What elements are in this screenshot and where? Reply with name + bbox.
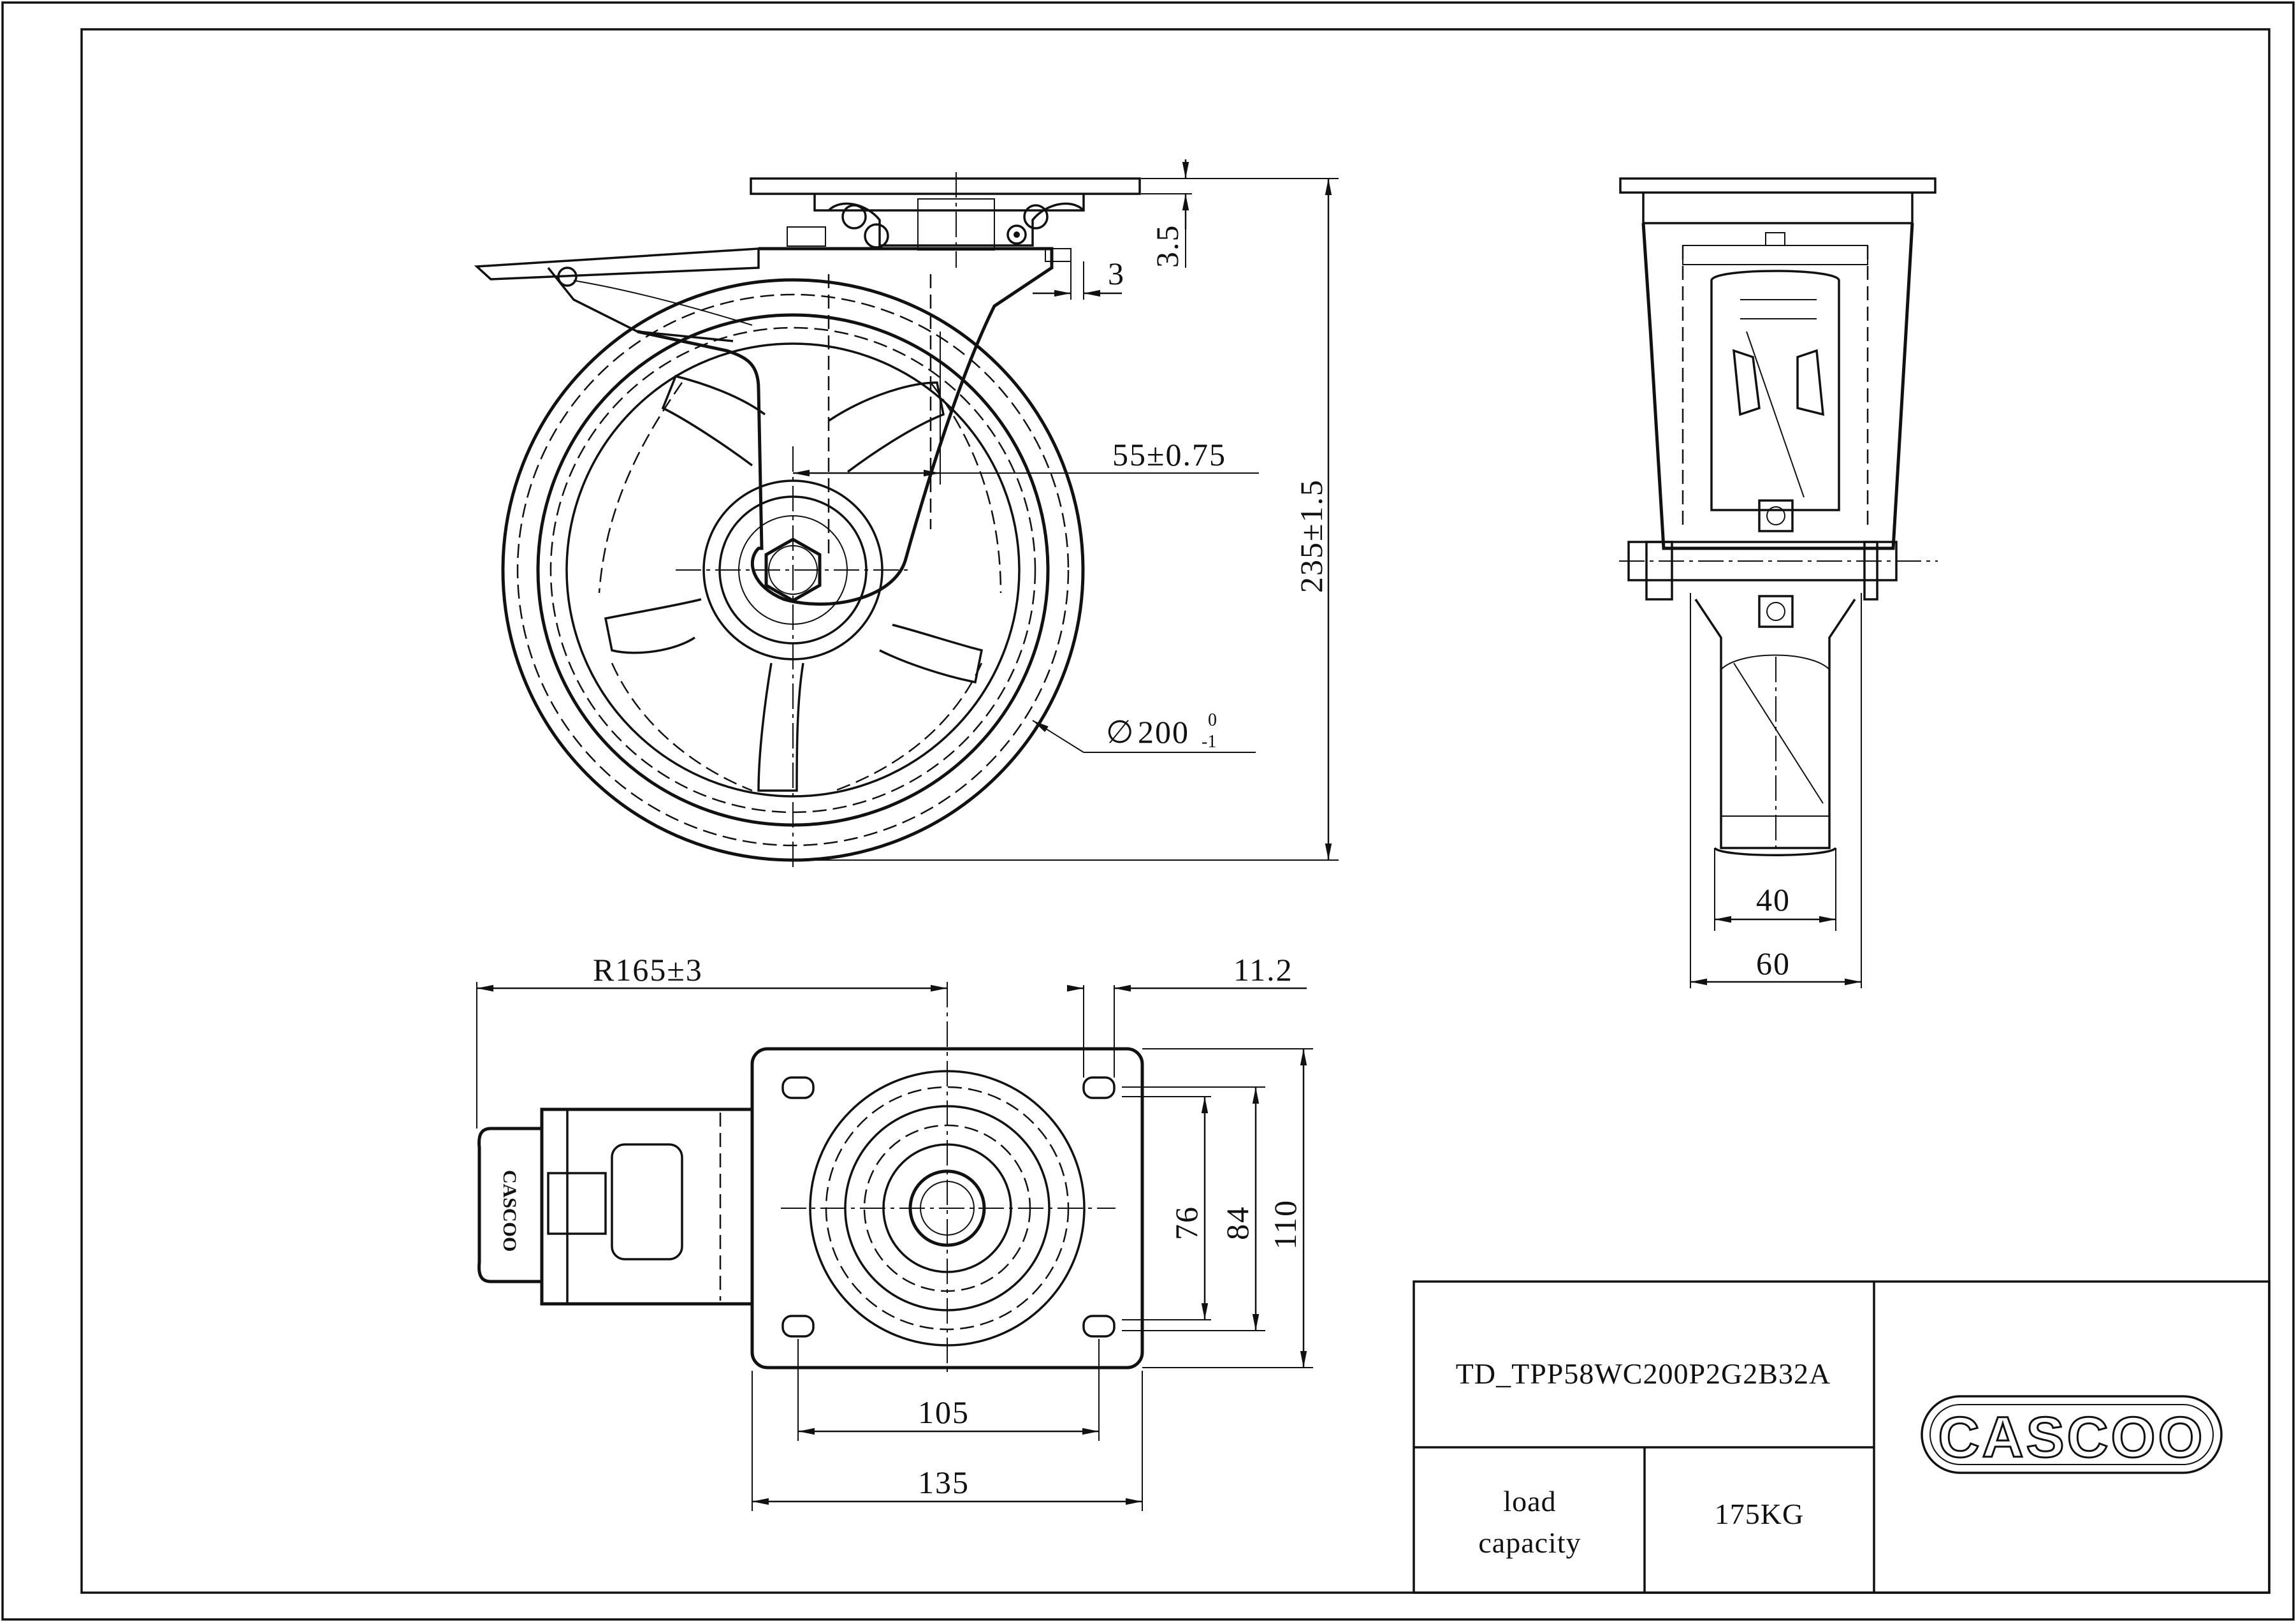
dim-wheel-diameter: 200: [1138, 714, 1189, 750]
drawing-number: TD_TPP58WC200P2G2B32A: [1456, 1357, 1831, 1390]
dim-hole-spacing-a: 76: [1168, 1206, 1204, 1240]
title-block: TD_TPP58WC200P2G2B32A load capacity 175K…: [1413, 1280, 2271, 1594]
top-view: CASCOO: [477, 982, 1144, 1377]
top-view-dimensions: R165±3 11.2 76 84 110 105 135: [476, 952, 1313, 1511]
inner-border: [80, 28, 2271, 1594]
dim-plate-inner: 84: [1219, 1206, 1255, 1240]
side-view: [474, 172, 1141, 867]
dim-swivel-radius: R165±3: [593, 952, 703, 988]
cascoo-logo: CASCOO: [1921, 1395, 2223, 1474]
dim-plate-length: 135: [918, 1465, 970, 1500]
dim-plate-width: 110: [1267, 1199, 1303, 1250]
dim-gap: 3: [1108, 256, 1125, 291]
load-capacity-label-line2: capacity: [1478, 1526, 1581, 1559]
side-view-dimensions: 3.5 3 55±0.75 235±1.5 ∅ 200 0 -1: [793, 159, 1339, 861]
dim-wheel-tol-lower: -1: [1202, 732, 1216, 752]
dim-fork-width: 60: [1756, 946, 1791, 981]
dim-hole-offset: 11.2: [1233, 952, 1293, 988]
load-capacity-value: 175KG: [1715, 1498, 1804, 1530]
brake-pedal-label: CASCOO: [499, 1170, 520, 1252]
dim-swivel-offset: 55±0.75: [1112, 437, 1226, 472]
front-view-dimensions: 40 60: [1690, 593, 1862, 988]
dim-wheel-width: 40: [1756, 882, 1791, 917]
load-capacity-label-line1: load: [1503, 1485, 1556, 1517]
dim-wheel-tol-upper: 0: [1208, 710, 1217, 730]
logo-text: CASCOO: [1938, 1406, 2205, 1470]
dim-overall-height: 235±1.5: [1293, 479, 1329, 593]
front-view: [1619, 177, 1938, 856]
dim-flange-offset: 3.5: [1149, 224, 1185, 268]
dim-diameter-symbol: ∅: [1106, 714, 1135, 750]
dim-hole-spacing-b: 105: [918, 1394, 970, 1430]
